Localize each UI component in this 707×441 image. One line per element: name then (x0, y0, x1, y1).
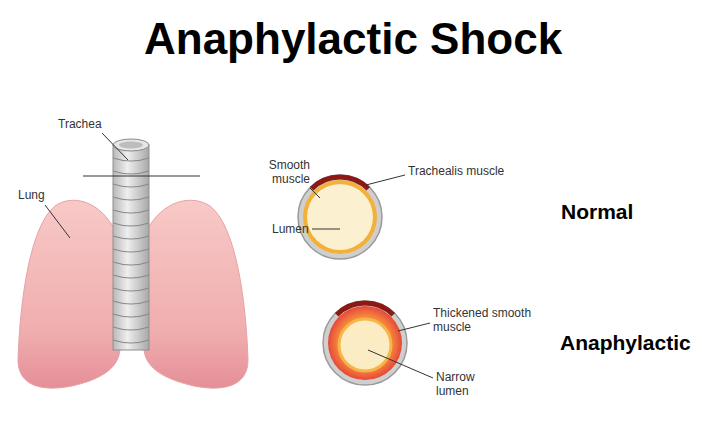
normal-cross-section (298, 175, 382, 259)
part-label: Smooth muscle (248, 158, 310, 186)
part-label: Narrow lumen (436, 370, 486, 398)
trachea-ring (113, 275, 149, 278)
trachea-ring (113, 301, 149, 304)
trachea-ring (113, 314, 149, 317)
trachea-ring (113, 340, 149, 343)
trachea (113, 139, 149, 350)
trachea-ring (113, 288, 149, 291)
trachea-ring (113, 327, 149, 330)
left-lung (18, 200, 120, 388)
trachea-ring (113, 184, 149, 187)
part-label: Trachealis muscle (408, 164, 504, 178)
state-label: Normal (561, 200, 633, 224)
trachea-ring (113, 210, 149, 213)
trachea-ring (113, 139, 149, 151)
trachea-ring (113, 197, 149, 200)
leader-lines (45, 133, 433, 378)
part-label: Lumen (272, 222, 309, 236)
trachea-ring (119, 142, 143, 149)
trachea-ring (113, 262, 149, 265)
trachea-ring (113, 249, 149, 252)
trachea-ring (113, 236, 149, 239)
right-lung (144, 200, 248, 388)
section-line (83, 176, 200, 177)
part-label: Trachea (58, 117, 102, 131)
state-label: Anaphylactic (560, 331, 691, 355)
part-label: Lung (18, 188, 45, 202)
trachea-ring (113, 223, 149, 226)
trachea-ring (113, 171, 149, 174)
trachea-ring (113, 158, 149, 161)
anaphylactic-cross-section (323, 301, 407, 385)
part-label: Thickened smooth muscle (433, 306, 543, 334)
diagram-title: Anaphylactic Shock (144, 14, 562, 64)
